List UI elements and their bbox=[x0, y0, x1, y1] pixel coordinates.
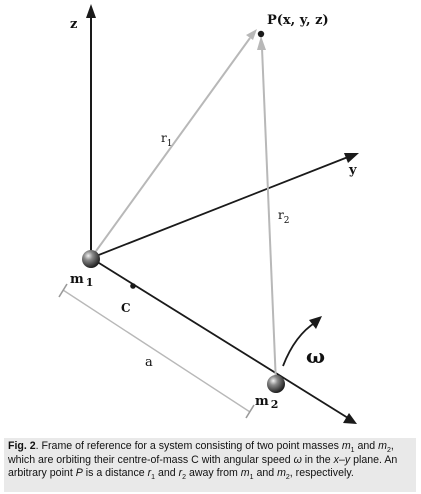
point-p-label: P(x, y, z) bbox=[267, 13, 329, 28]
y-axis bbox=[90, 153, 359, 259]
point-p-dot bbox=[257, 30, 265, 38]
diagram: z y x P(x, y, z) r1 r2 m1 m2 C a ω bbox=[58, 4, 359, 441]
mass-m1 bbox=[82, 250, 100, 268]
centre-of-mass-dot bbox=[130, 283, 136, 289]
diagram-svg: z y x P(x, y, z) r1 r2 m1 m2 C a ω bbox=[58, 4, 359, 441]
centre-of-mass-label: C bbox=[121, 301, 131, 315]
z-axis bbox=[86, 4, 96, 258]
omega-label: ω bbox=[306, 344, 325, 368]
caption-fig-number: Fig. 2 bbox=[8, 440, 36, 452]
z-axis-label: z bbox=[70, 17, 77, 32]
omega-arrow bbox=[282, 316, 322, 367]
r2-label: r2 bbox=[278, 208, 289, 226]
y-axis-label: y bbox=[348, 163, 357, 178]
r1-label: r1 bbox=[161, 131, 172, 149]
x-axis bbox=[90, 257, 357, 424]
separation-label: a bbox=[145, 355, 153, 370]
figure-caption: Fig. 2. Frame of reference for a system … bbox=[4, 438, 416, 492]
r1-vector bbox=[90, 29, 257, 259]
separation-dimension bbox=[58, 283, 255, 419]
r2-vector bbox=[257, 36, 277, 385]
x-axis-label: x bbox=[317, 426, 325, 430]
mass-m2 bbox=[267, 375, 285, 393]
